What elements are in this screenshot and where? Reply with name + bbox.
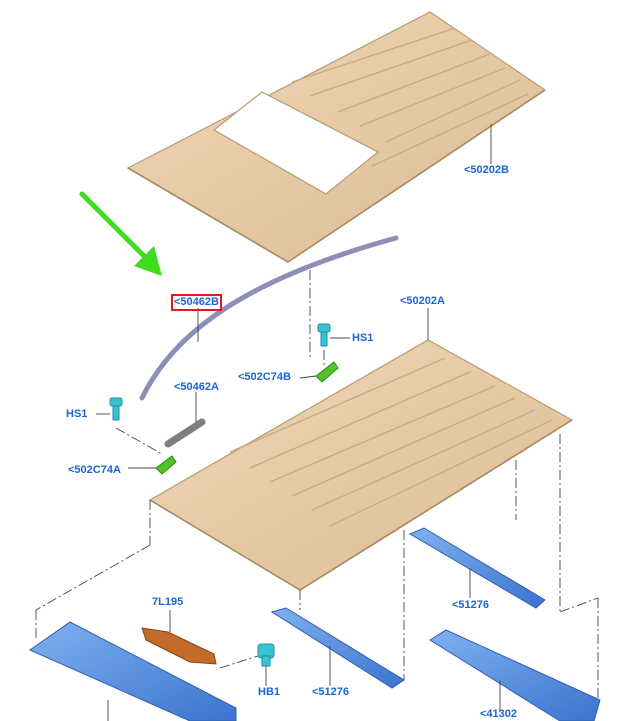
bracket-502c74b[interactable] <box>315 361 339 383</box>
bracket-502c74a[interactable] <box>155 455 177 475</box>
label-roof-panel-front[interactable]: <50202A <box>400 295 445 307</box>
label-bracket-502c74a[interactable]: <502C74A <box>68 464 121 476</box>
label-roof-bow-front[interactable]: <51276 <box>312 686 350 698</box>
label-drip-molding-front[interactable]: <50462A <box>174 381 219 393</box>
bracket-7l195[interactable] <box>141 627 217 665</box>
label-drip-molding-rear[interactable]: <50462B <box>171 294 222 311</box>
roof-bow-51276-rear[interactable] <box>408 527 546 609</box>
header-panel-41302[interactable] <box>429 629 601 721</box>
label-roof-bow-rear[interactable]: <51276 <box>452 599 490 611</box>
bolt-hb1[interactable] <box>257 643 275 667</box>
drip-molding-rear[interactable] <box>139 235 399 401</box>
alignment-lines <box>35 270 599 705</box>
header-panel-left[interactable] <box>28 621 237 721</box>
label-bracket-502c74b[interactable]: <502C74B <box>238 371 291 383</box>
screw-hs1-left[interactable] <box>109 397 123 421</box>
pointer-arrow-icon <box>79 191 162 276</box>
label-bracket-7l195[interactable]: 7L195 <box>152 596 184 608</box>
label-screw-hs1-left[interactable]: HS1 <box>66 408 88 420</box>
label-header-panel[interactable]: <41302 <box>480 708 518 720</box>
drip-molding-front[interactable] <box>164 418 206 448</box>
roof-bow-51276-front[interactable] <box>270 607 405 689</box>
screw-hs1-right[interactable] <box>317 323 331 347</box>
label-roof-panel-rear[interactable]: <50202B <box>464 164 509 176</box>
roof-panel-rear[interactable] <box>126 11 547 263</box>
roof-panel-front[interactable] <box>148 339 574 591</box>
label-bolt-hb1[interactable]: HB1 <box>258 686 281 698</box>
label-screw-hs1-right[interactable]: HS1 <box>352 332 374 344</box>
leader-lines <box>96 124 501 721</box>
